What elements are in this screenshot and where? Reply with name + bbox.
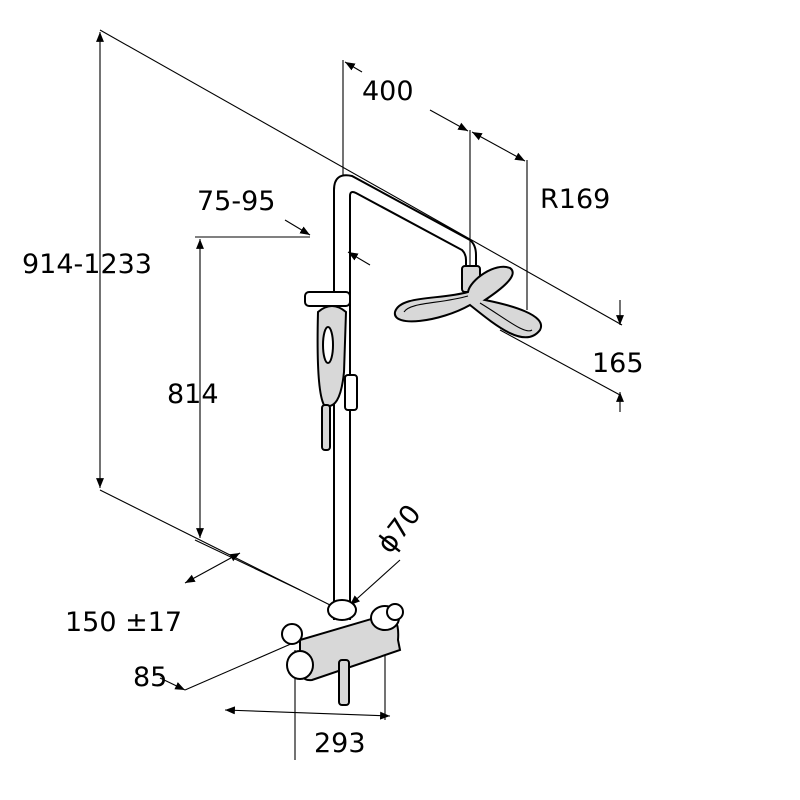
dim-head-radius: R169 — [540, 184, 610, 215]
dim-slider-offset: 75-95 — [197, 186, 275, 217]
hand-shower — [304, 291, 358, 451]
dim-rail-height: 814 — [167, 379, 219, 410]
thermostatic-mixer — [281, 599, 404, 706]
shower-riser — [333, 174, 477, 620]
dim-center-distance: 150 ±17 — [65, 607, 182, 638]
dim-total-height: 914-1233 — [22, 249, 152, 280]
dim-diameter: ϕ70 — [371, 499, 428, 559]
dim-wall-distance: 85 — [133, 662, 167, 693]
dimension-lines — [96, 32, 624, 720]
dim-head-drop: 165 — [592, 348, 644, 379]
overhead-shower-head — [394, 265, 543, 339]
dim-mixer-width: 293 — [314, 728, 366, 759]
dim-arm-length: 400 — [362, 76, 414, 107]
